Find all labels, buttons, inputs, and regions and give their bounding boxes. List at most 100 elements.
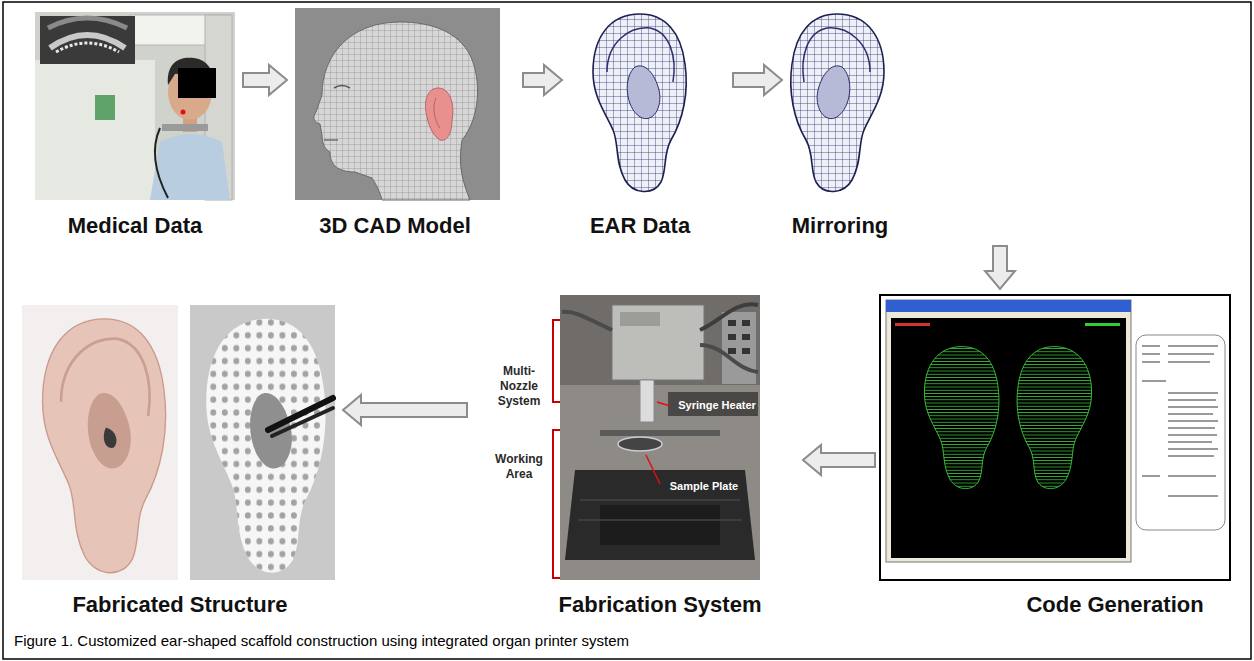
medical-photo: [178, 68, 216, 98]
code-screenshot: [895, 323, 930, 326]
process-panel: Fabricated Structure: [18, 292, 340, 622]
medical-photo: [150, 134, 230, 200]
fabrication-photo: [560, 295, 760, 385]
code-lines: [1142, 345, 1160, 347]
code-screenshot: [1010, 345, 1098, 497]
panel-title: Fabrication System: [546, 592, 774, 618]
code-lines: [1168, 413, 1213, 415]
fabricated-ear-photo: [22, 305, 178, 580]
process-panel: Medical Data: [30, 8, 240, 243]
medical-photo: [40, 16, 135, 64]
panel-title: Code Generation: [1011, 592, 1219, 618]
fabricated-ear-photo: [104, 428, 117, 448]
medical-photo: [162, 124, 208, 131]
porous-scaffold-photo: [190, 305, 337, 588]
flow-arrow: [985, 246, 1015, 289]
callout-label: Syringe Heater: [676, 398, 758, 412]
code-screenshot: [1136, 335, 1225, 530]
part-label: Working Area: [486, 452, 552, 482]
fabrication-photo: [600, 505, 720, 545]
code-screenshot: [886, 300, 1131, 312]
process-panel: 3D CAD Model: [290, 8, 520, 243]
fabricated-ear-photo: [43, 319, 166, 573]
porous-scaffold-photo: [196, 316, 337, 588]
cad-head-model: [324, 139, 338, 140]
flow-arrow: [343, 395, 467, 425]
code-screenshot: [1017, 347, 1092, 489]
fabrication-photo: [722, 312, 756, 384]
ear-wireframe: [593, 14, 686, 192]
medical-photo: [181, 110, 186, 115]
fabrication-photo: [612, 305, 704, 380]
medical-photo: [56, 43, 119, 52]
code-lines: [1142, 353, 1160, 355]
code-screenshot: [924, 347, 999, 489]
fabrication-photo: [728, 334, 736, 340]
code-screenshot: [880, 295, 1230, 580]
process-panel: Mirroring: [785, 8, 1020, 243]
callout-label: Sample Plate: [664, 479, 744, 493]
cad-head-model: [300, 10, 500, 202]
cad-head-model: [426, 88, 453, 140]
code-lines: [1168, 399, 1216, 401]
fabrication-photo: [578, 500, 742, 520]
figure-caption: Figure 1. Customized ear-shaped scaffold…: [14, 632, 629, 650]
medical-photo: [50, 35, 125, 48]
ear-wireframe: [607, 28, 674, 82]
flow-arrow: [733, 65, 782, 95]
medical-photo: [35, 12, 235, 200]
code-screenshot: [880, 295, 1230, 580]
fabricated-ear-photo: [43, 319, 166, 573]
fabrication-photo: [657, 402, 670, 406]
medical-photo: [48, 18, 127, 28]
fabrication-photo: [646, 455, 660, 484]
fabrication-photo: [562, 312, 612, 330]
ear-wireframe: [585, 12, 695, 202]
cad-head-model: [300, 10, 500, 202]
panel-title: 3D CAD Model: [286, 213, 504, 239]
code-screenshot: [1085, 323, 1120, 326]
code-lines: [1168, 441, 1212, 443]
medical-photo: [95, 95, 115, 120]
code-lines: [1168, 427, 1215, 429]
fabricated-ear-photo: [88, 393, 131, 468]
code-screenshot: [886, 300, 1131, 562]
porous-scaffold-photo: [196, 316, 337, 588]
figure-frame: [3, 2, 1251, 659]
code-screenshot: [1010, 345, 1098, 497]
mirrored-ear-wireframe: [817, 66, 850, 119]
ear-wireframe: [585, 12, 695, 202]
medical-photo: [155, 128, 168, 198]
code-screenshot: [891, 318, 1126, 558]
code-lines: [1168, 392, 1218, 394]
fabrication-photo: [700, 304, 758, 330]
panel-title: Medical Data: [26, 213, 244, 239]
code-screenshot: [918, 345, 1006, 497]
red-bracket: [553, 320, 560, 578]
fabrication-photo: [742, 320, 750, 326]
panel-title: EAR Data: [561, 213, 719, 239]
flow-arrow: [523, 65, 562, 95]
mirrored-ear-wireframe: [782, 12, 892, 202]
code-lines: [1168, 406, 1218, 408]
code-lines: [1168, 345, 1218, 347]
code-lines: [1168, 448, 1218, 450]
fabrication-photo: [700, 345, 758, 372]
code-screenshot: [918, 345, 1006, 497]
code-lines: [1142, 345, 1218, 497]
code-lines: [1142, 380, 1166, 382]
fabrication-photo: [728, 348, 736, 354]
fabrication-photo: [742, 334, 750, 340]
fabrication-photo: [742, 348, 750, 354]
ear-wireframe: [627, 66, 660, 119]
fabrication-photo: [600, 430, 720, 436]
fabrication-photo: [668, 392, 758, 416]
fabrication-photo: [560, 295, 760, 580]
cad-head-model: [314, 22, 478, 200]
fabricated-ear-photo: [22, 305, 178, 580]
code-lines: [1142, 475, 1160, 477]
cad-head-model: [434, 98, 440, 128]
